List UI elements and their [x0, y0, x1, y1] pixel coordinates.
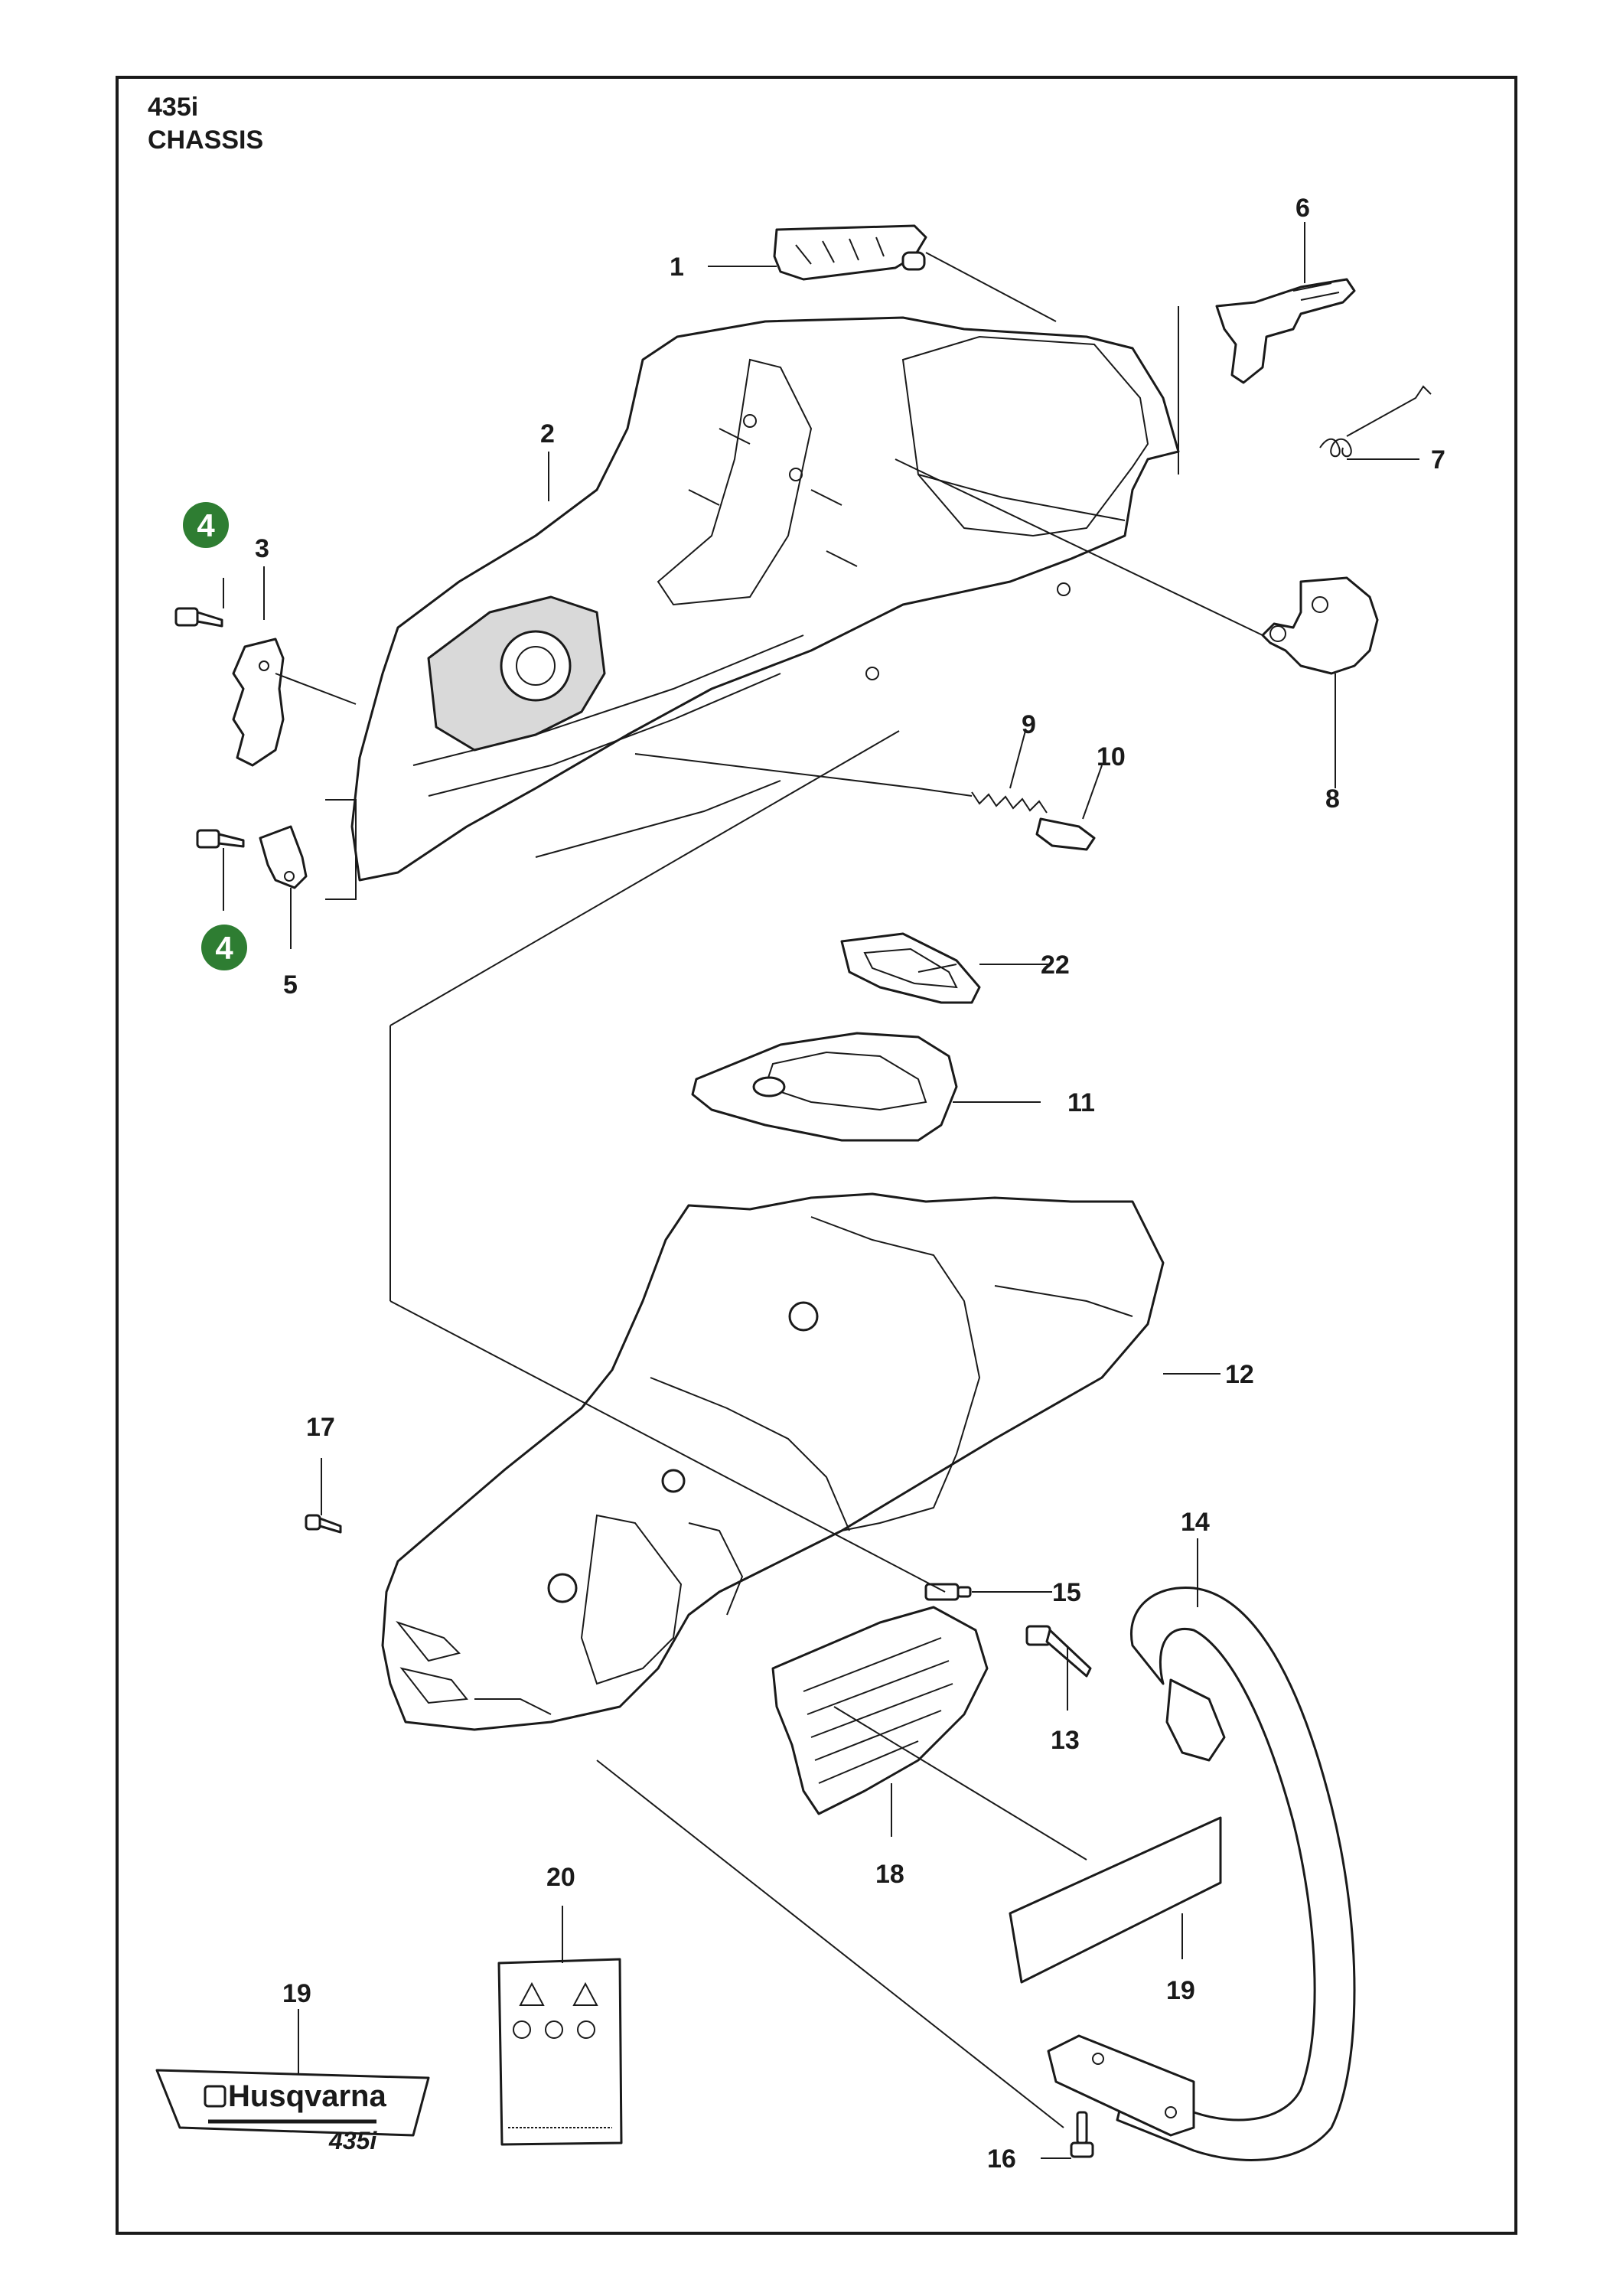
part-3-bumper-spike: [232, 638, 285, 767]
callout-22: 22: [1041, 951, 1070, 980]
callout-7: 7: [1431, 445, 1445, 475]
badge-4-upper-text: 4: [197, 507, 215, 543]
part-22-filter-frame: [840, 932, 981, 1004]
callout-11: 11: [1067, 1088, 1095, 1117]
callout-12: 12: [1225, 1360, 1254, 1389]
part-14-front-handle: [1047, 1586, 1356, 2161]
part-1-grip-insert: [773, 224, 927, 281]
callout-13: 13: [1051, 1726, 1080, 1755]
badge-4-lower-text: 4: [215, 930, 233, 966]
badge-4-lower-circle: [201, 925, 247, 970]
callout-16: 16: [987, 2144, 1016, 2174]
callout-15: 15: [1052, 1578, 1081, 1607]
callout-9: 9: [1022, 710, 1036, 739]
decal-model-text: 435i: [328, 2127, 377, 2154]
part-19-brand-decal: Husqvarna 435i: [155, 2069, 430, 2154]
part-15-screw: [924, 1583, 972, 1601]
callout-19-right: 19: [1166, 1976, 1195, 2005]
gloves-icon: [577, 2020, 595, 2039]
callout-5: 5: [283, 970, 298, 1000]
part-16-screw: [1070, 2111, 1094, 2158]
part-8-throttle-trigger: [1261, 576, 1379, 675]
callout-3: 3: [255, 534, 269, 563]
hearing-protection-icon: [545, 2020, 563, 2039]
badge-4-lower: 4: [201, 925, 247, 970]
part-18-side-grille: [771, 1606, 989, 1815]
part-2-upper-chassis: [350, 316, 1180, 882]
chainsaw-pictogram-icon: [572, 1981, 598, 2006]
callout-14: 14: [1181, 1508, 1210, 1537]
part-17-screw: [305, 1514, 342, 1534]
callout-labels: 1 2 3 5 6 7 8 9 10 22 11 12 17 14 15 13 …: [255, 194, 1445, 2174]
warning-triangle-icon: [519, 1981, 545, 2006]
part-9-spring: [971, 791, 1048, 814]
callout-leaders: [223, 222, 1419, 2159]
callout-20: 20: [546, 1863, 575, 1892]
badge-4-upper-circle: [183, 502, 229, 548]
callout-1: 1: [670, 253, 684, 282]
part-6-throttle-lockout: [1215, 278, 1356, 384]
callout-18: 18: [875, 1860, 904, 1889]
part-12-lower-housing: [381, 1192, 1165, 1731]
diagram-frame: [116, 76, 1517, 2235]
part-4-screw-lower: [196, 829, 245, 849]
part-10-clip: [1035, 817, 1096, 851]
callout-2: 2: [540, 419, 555, 448]
eye-protection-icon: [513, 2020, 531, 2039]
model-title: 435i: [148, 93, 198, 122]
part-5-chain-catcher: [259, 825, 308, 889]
part-19-heat-shield-strip: [1009, 1816, 1222, 1984]
callout-19-left: 19: [282, 1979, 311, 2008]
construction-lines: [275, 252, 1263, 2128]
part-11-filter-cover: [691, 1032, 958, 1142]
part-4-screw-upper: [174, 607, 223, 628]
callout-10: 10: [1097, 742, 1126, 771]
callout-6: 6: [1295, 194, 1310, 223]
part-20-warning-label: [497, 1958, 623, 2146]
callout-17: 17: [306, 1413, 335, 1442]
callout-8: 8: [1325, 784, 1340, 814]
section-title: CHASSIS: [148, 126, 263, 155]
decal-brand-text: Husqvarna: [228, 2079, 386, 2113]
part-13-screw: [1025, 1625, 1092, 1678]
part-7-spring: [1319, 385, 1432, 458]
badge-4-upper: 4: [183, 502, 229, 548]
